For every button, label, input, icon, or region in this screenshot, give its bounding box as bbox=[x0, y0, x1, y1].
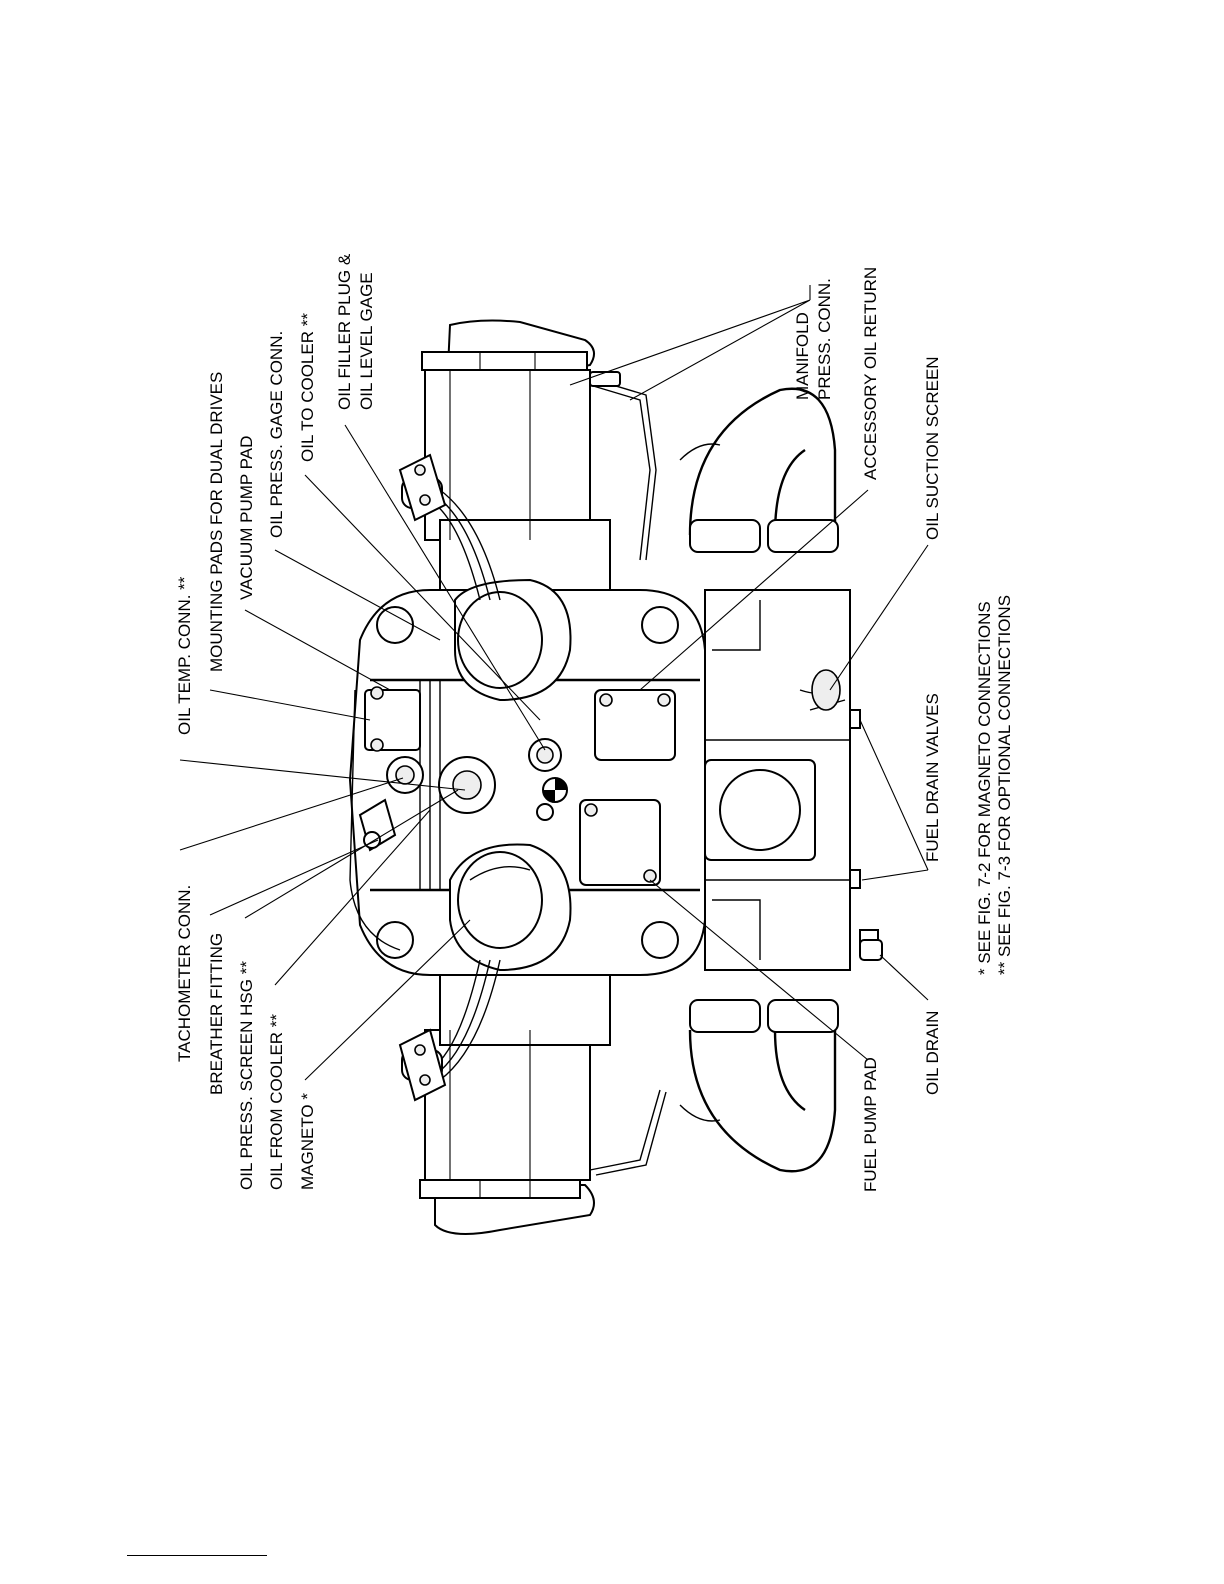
leader-breather bbox=[209, 839, 379, 916]
oil-drain-part bbox=[859, 939, 883, 961]
accessory-pad-upper bbox=[594, 689, 676, 761]
oil-suction-screen-part bbox=[811, 669, 841, 711]
leader-oil-from-cooler bbox=[274, 809, 431, 986]
label-mounting-pads: MOUNTING PADS FOR DUAL DRIVES bbox=[207, 372, 226, 672]
tachometer-conn-part bbox=[386, 756, 424, 794]
leader-mounting-pads bbox=[209, 689, 371, 721]
leader-manifold-press bbox=[569, 285, 811, 401]
leader-fuel-drain-valves bbox=[859, 719, 929, 881]
label-vacuum-pump-pad: VACUUM PUMP PAD bbox=[237, 436, 256, 600]
engine-drawing bbox=[348, 319, 883, 1235]
label-oil-press-gage-conn: OIL PRESS. GAGE CONN. bbox=[267, 331, 286, 538]
label-magneto: MAGNETO * bbox=[298, 1093, 317, 1190]
induction-tubes bbox=[679, 387, 839, 1173]
leader-oil-press-screen bbox=[244, 789, 459, 919]
label-fuel-pump-pad: FUEL PUMP PAD bbox=[861, 1057, 880, 1192]
cylinder-barrels bbox=[424, 369, 611, 1181]
leader-vacuum-pump bbox=[244, 609, 391, 691]
label-fuel-drain-valves: FUEL DRAIN VALVES bbox=[923, 693, 942, 862]
oil-cooler-plates bbox=[398, 453, 447, 1102]
leader-oil-suction-screen bbox=[829, 544, 929, 691]
label-breather-fitting: BREATHER FITTING bbox=[207, 933, 226, 1095]
callout-labels-bottom: FUEL PUMP PAD OIL DRAIN FUEL DRAIN VALVE… bbox=[793, 267, 942, 1192]
callout-labels-top: TACHOMETER CONN. BREATHER FITTING OIL PR… bbox=[175, 253, 376, 1190]
leader-lines bbox=[179, 285, 929, 1081]
label-oil-filler-plug-line2: OIL LEVEL GAGE bbox=[357, 272, 376, 410]
label-oil-suction-screen: OIL SUCTION SCREEN bbox=[923, 356, 942, 540]
oil-filler-plug-part bbox=[528, 738, 562, 772]
center-of-gravity-mark bbox=[536, 777, 568, 821]
leader-accessory-oil-return bbox=[639, 489, 869, 691]
label-oil-filler-plug-line1: OIL FILLER PLUG & bbox=[335, 253, 354, 410]
magneto-right bbox=[454, 578, 572, 702]
leader-oil-temp bbox=[179, 759, 466, 791]
left-exhaust-stack bbox=[419, 1178, 595, 1235]
note-magneto-connections: * SEE FIG. 7-2 FOR MAGNETO CONNECTIONS bbox=[975, 601, 994, 975]
leader-oil-press-gage bbox=[274, 549, 441, 641]
vacuum-pump-pad bbox=[364, 686, 421, 752]
label-oil-press-screen-hsg: OIL PRESS. SCREEN HSG ** bbox=[237, 961, 256, 1190]
footer-rule bbox=[127, 1555, 267, 1556]
label-manifold-press-line2: PRESS. CONN. bbox=[815, 278, 834, 400]
oil-sump bbox=[704, 589, 879, 971]
label-oil-temp-conn: OIL TEMP. CONN. ** bbox=[175, 576, 194, 735]
leader-tachometer bbox=[179, 777, 404, 851]
fuel-pump-pad bbox=[579, 799, 661, 886]
magneto-left bbox=[449, 843, 572, 972]
leader-oil-drain bbox=[879, 954, 929, 1001]
label-tachometer-conn: TACHOMETER CONN. bbox=[175, 885, 194, 1062]
leader-fuel-pump-pad bbox=[649, 879, 869, 1061]
label-manifold-press-line1: MANIFOLD bbox=[793, 312, 812, 400]
oil-press-screen-housing bbox=[438, 756, 496, 814]
label-oil-drain: OIL DRAIN bbox=[923, 1011, 942, 1095]
manifold-press-lines bbox=[589, 371, 667, 1176]
label-accessory-oil-return: ACCESSORY OIL RETURN bbox=[861, 267, 880, 480]
label-oil-to-cooler: OIL TO COOLER ** bbox=[298, 313, 317, 462]
dual-drive-mounting-pads bbox=[349, 689, 401, 951]
label-oil-from-cooler: OIL FROM COOLER ** bbox=[267, 1014, 286, 1190]
footnotes: * SEE FIG. 7-2 FOR MAGNETO CONNECTIONS *… bbox=[975, 595, 1014, 975]
leader-oil-filler bbox=[344, 424, 546, 751]
leader-magneto bbox=[304, 919, 471, 1081]
note-optional-connections: ** SEE FIG. 7-3 FOR OPTIONAL CONNECTIONS bbox=[995, 595, 1014, 975]
